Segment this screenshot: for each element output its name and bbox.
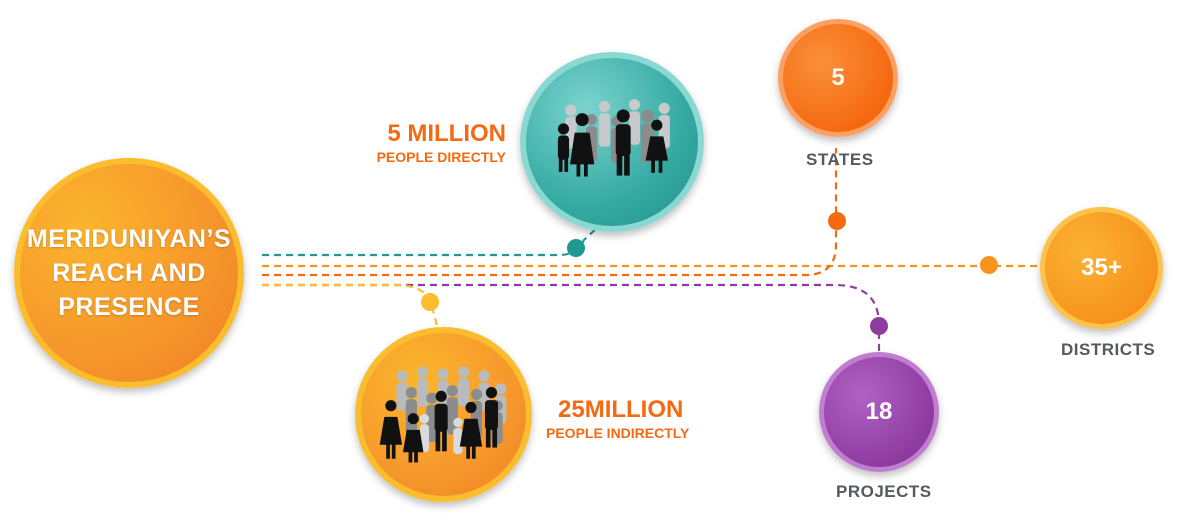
node-states xyxy=(828,212,846,230)
districts-circle: 35+ xyxy=(1040,207,1163,329)
node-indirect xyxy=(421,293,439,311)
indirect-reach-value: 25MILLION xyxy=(558,396,684,423)
title-text: MERIDUNIYAN’S REACH AND PRESENCE xyxy=(26,225,232,321)
indirect-reach-caption: PEOPLE INDIRECTLY xyxy=(546,425,690,441)
states-circle: 5 xyxy=(778,19,898,137)
connector-indirect xyxy=(262,283,440,331)
projects-value: 18 xyxy=(865,398,893,425)
indirect-reach-stat: 25MILLION PEOPLE INDIRECTLY xyxy=(546,396,689,442)
connector-states xyxy=(262,148,838,277)
direct-reach-caption: PEOPLE DIRECTLY xyxy=(376,149,506,165)
states-label: STATES xyxy=(806,150,874,169)
crowd-icon xyxy=(379,366,507,463)
node-districts xyxy=(980,256,998,274)
direct-people-circle xyxy=(520,52,704,232)
indirect-people-circle xyxy=(355,327,532,502)
node-projects xyxy=(870,317,888,335)
projects-circle: 18 xyxy=(819,352,939,472)
districts-value: 35+ xyxy=(1081,254,1122,281)
states-value: 5 xyxy=(831,64,845,91)
direct-reach-value: 5 MILLION xyxy=(387,120,506,147)
connector-direct xyxy=(262,224,601,257)
projects-label: PROJECTS xyxy=(836,482,932,501)
direct-reach-stat: 5 MILLION PEOPLE DIRECTLY xyxy=(300,120,506,166)
connector-projects xyxy=(262,283,881,352)
title-circle: MERIDUNIYAN’S REACH AND PRESENCE xyxy=(14,158,244,388)
node-direct xyxy=(567,239,585,257)
people-group-icon xyxy=(557,99,670,177)
districts-label: DISTRICTS xyxy=(1061,340,1156,359)
